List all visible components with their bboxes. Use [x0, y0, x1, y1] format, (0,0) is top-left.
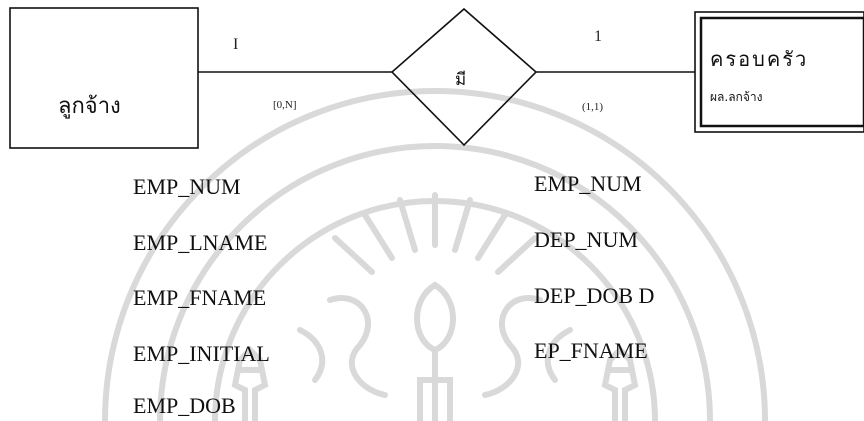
employee-attribute: EMP_NUM	[133, 174, 241, 199]
family-attribute: DEP_NUM	[534, 227, 638, 252]
entity-box-family-outer	[694, 11, 864, 133]
family-attribute: DEP_DOB D	[534, 283, 655, 308]
entity-box-employee	[9, 7, 199, 149]
cardinality-right-top: 1	[594, 28, 602, 45]
entity-box-family-inner	[699, 16, 864, 128]
entity-sublabel-family: ผล.ลกจ้าง	[710, 90, 763, 104]
cardinality-left-bottom: [0,N]	[273, 99, 297, 111]
relationship-diamond	[390, 7, 538, 147]
cardinality-left-top: I	[233, 36, 239, 53]
employee-attribute: EMP_INITIAL	[133, 341, 270, 366]
relationship-label: มี	[455, 70, 467, 90]
entity-label-family: ครอบครัว	[710, 47, 809, 71]
cardinality-right-bottom: (1,1)	[582, 101, 604, 113]
employee-attribute: EMP_LNAME	[133, 230, 268, 255]
family-attribute: EP_FNAME	[534, 338, 648, 363]
employee-attribute: EMP_DOB	[133, 393, 236, 418]
employee-attribute: EMP_FNAME	[133, 285, 267, 310]
family-attribute: EMP_NUM	[534, 171, 642, 196]
entity-label-employee: ลูกจ้าง	[58, 94, 121, 119]
